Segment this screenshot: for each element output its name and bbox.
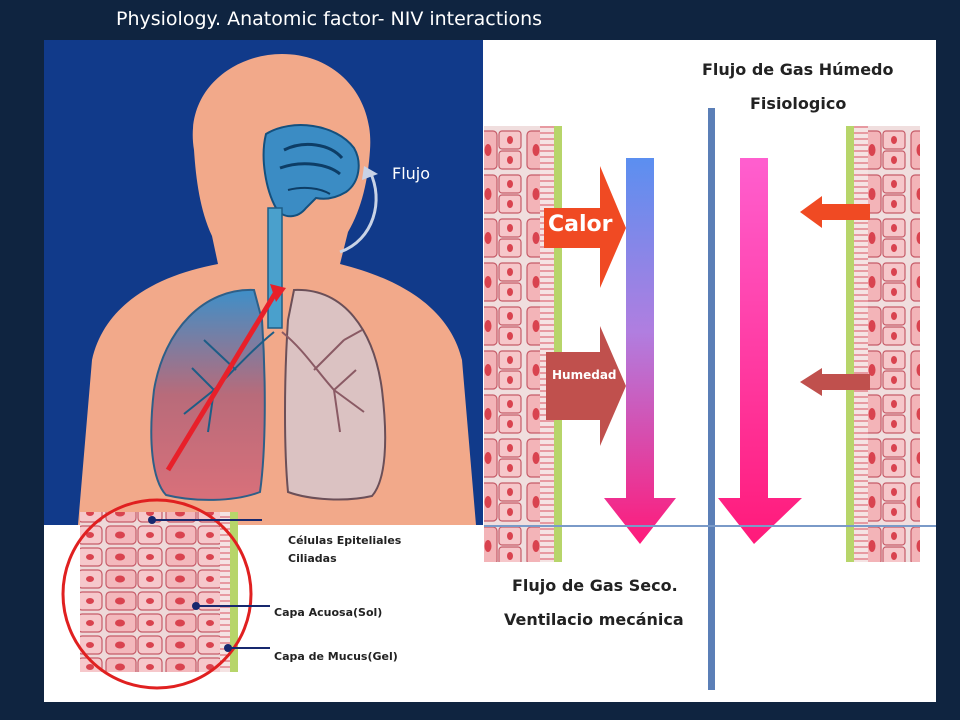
cells-label-line1: Células Epiteliales	[288, 534, 402, 547]
cilia-inset	[61, 498, 270, 690]
divider-line	[708, 108, 715, 690]
epithelium-right-column	[846, 126, 920, 562]
baseline-line	[484, 525, 936, 527]
calor-label: Calor	[548, 212, 613, 237]
humid-flow-subtitle: Fisiologico	[750, 94, 847, 113]
diagram-panel: Flujo Calor Humedad Flujo de Gas Húmedo …	[44, 40, 936, 702]
heat-return-arrow	[800, 196, 870, 228]
dry-flow-title: Flujo de Gas Seco.	[512, 576, 678, 595]
epithelium-left-column	[484, 126, 562, 562]
dry-flow-subtitle: Ventilacio mecánica	[504, 610, 684, 629]
flujo-label: Flujo	[392, 164, 431, 183]
humid-gas-flow-arrow	[718, 158, 802, 544]
humidity-return-arrow	[800, 368, 870, 396]
heat-arrow	[544, 166, 626, 288]
mucus-layer-label: Capa de Mucus(Gel)	[274, 650, 398, 663]
human-torso-illustration	[78, 54, 476, 525]
dry-gas-flow-arrow	[604, 158, 676, 544]
humid-flow-title: Flujo de Gas Húmedo	[702, 60, 894, 79]
aqueous-layer-label: Capa Acuosa(Sol)	[274, 606, 383, 619]
cells-label-line2: Ciliadas	[288, 552, 337, 565]
humidity-arrow	[546, 326, 626, 446]
page-title: Physiology. Anatomic factor- NIV interac…	[116, 8, 543, 30]
diagram-canvas	[44, 40, 936, 690]
humedad-label: Humedad	[552, 368, 617, 382]
